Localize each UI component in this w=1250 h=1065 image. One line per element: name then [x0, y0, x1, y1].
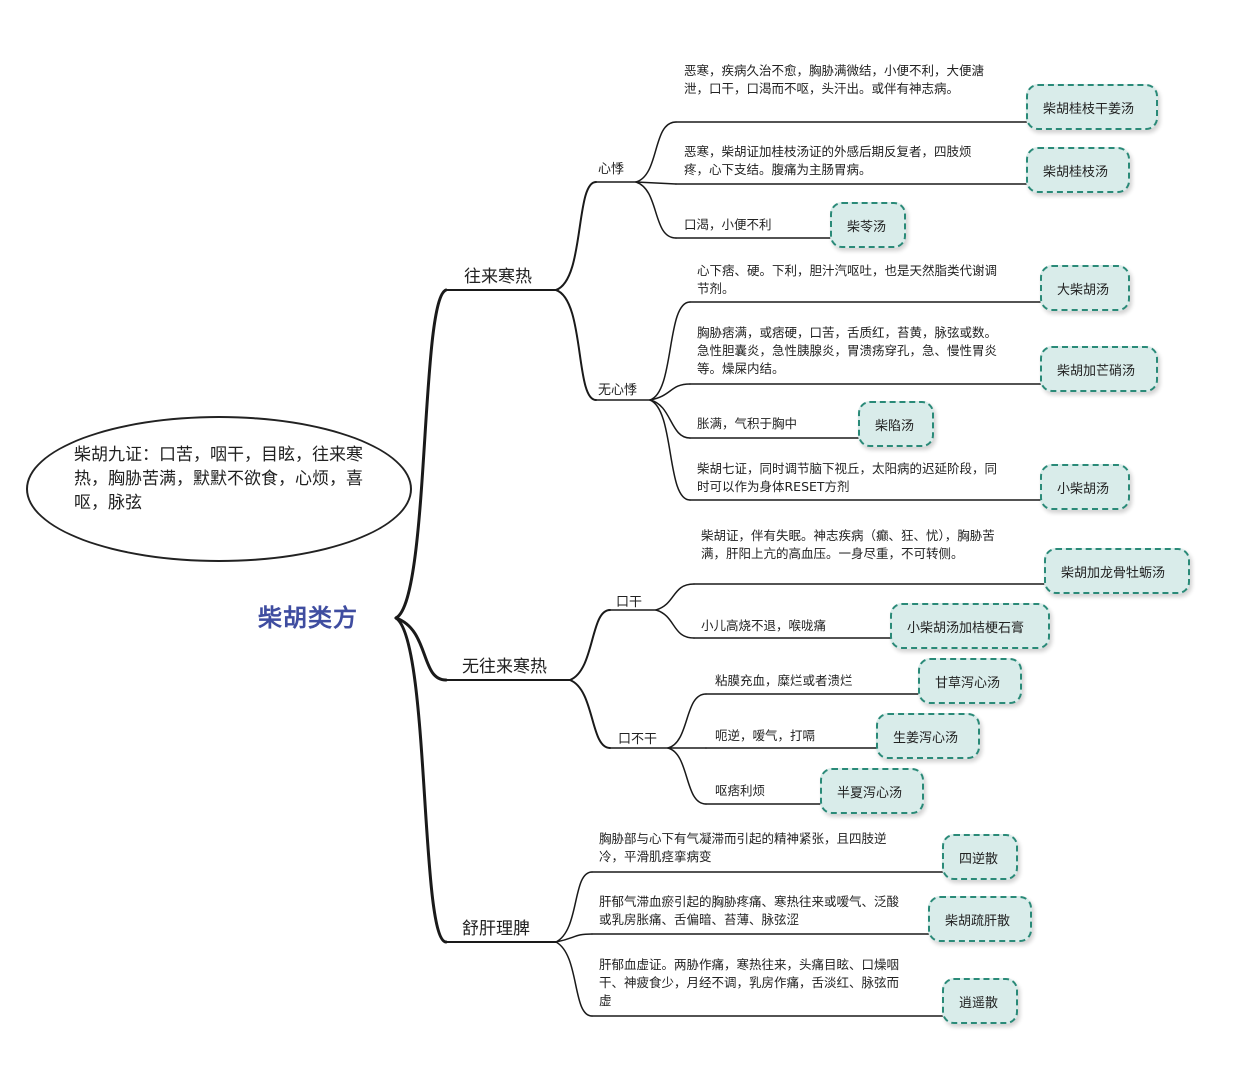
edge-wuxinji-item0	[649, 301, 691, 401]
formula-box-shugan-1[interactable]	[928, 896, 1032, 942]
formula-xinji-2: 柴苓汤	[847, 220, 887, 235]
desc-kbg-2: 呕痞利烦	[715, 783, 766, 798]
edge-kbg-item2	[667, 747, 707, 805]
desc-shugan-0: 胸胁部与心下有气凝滞而引起的精神紧张，且四肢逆冷，平滑肌痉挛病变	[599, 831, 887, 864]
edge-kougan-item0	[655, 583, 695, 611]
branch-shugan-lipi[interactable]: 舒肝理脾	[462, 919, 530, 939]
branch-wanglai-hanre[interactable]: 往来寒热	[464, 267, 532, 287]
group-kougan[interactable]: 口干	[616, 595, 643, 610]
formula-box-kbg-1[interactable]	[876, 713, 980, 759]
edge-root-branch-1	[394, 616, 448, 682]
desc-xinji-0: 恶寒，疾病久治不愈，胸胁满微结，小便不利，大便溏泄，口干，口渴而不呕，头汗出。或…	[684, 63, 985, 96]
desc-xinji-1: 恶寒，柴胡证加桂枝汤证的外感后期反复者，四肢烦疼，心下支结。腹痛为主肠胃病。	[684, 144, 972, 177]
edge-shugan-item2	[555, 941, 593, 1017]
formula-box-xinji-2[interactable]	[830, 202, 906, 248]
group-kou-bugan[interactable]: 口不干	[618, 732, 658, 747]
formula-box-xinji-0[interactable]	[1026, 84, 1158, 130]
desc-wuxinji-0: 心下痞、硬。下利，胆汁汽呕吐，也是天然脂类代谢调节剂。	[697, 263, 998, 296]
formula-wuxinji-1: 柴胡加芒硝汤	[1057, 364, 1136, 379]
formula-kbg-2: 半夏泻心汤	[837, 786, 903, 801]
edge-xinji-item2	[635, 181, 677, 239]
desc-xinji-2: 口渴，小便不利	[684, 217, 772, 232]
edge-branch1-group0	[569, 609, 611, 681]
group-wuxinji[interactable]: 无心悸	[598, 383, 638, 398]
desc-kougan-1: 小儿高烧不退，喉咙痛	[701, 618, 827, 633]
branch-wu-wanglai-hanre[interactable]: 无往来寒热	[462, 657, 547, 677]
desc-kougan-0: 柴胡证，伴有失眠。神志疾病（癫、狂、忧），胸胁苦满，肝阳上亢的高血压。一身尽重，…	[701, 528, 995, 561]
formula-kbg-0: 甘草泻心汤	[935, 676, 1001, 691]
edge-root-branch-2	[394, 616, 448, 944]
edge-wuxinji-item2	[649, 399, 691, 439]
formula-kbg-1: 生姜泻心汤	[893, 731, 959, 746]
formula-box-shugan-0[interactable]	[942, 834, 1018, 880]
formula-box-kbg-0[interactable]	[918, 658, 1022, 704]
edge-wuxinji-item3	[649, 399, 691, 501]
formula-kougan-1: 小柴胡汤加桔梗石膏	[907, 621, 1025, 636]
group-xinji[interactable]: 心悸	[598, 162, 625, 177]
desc-shugan-1: 肝郁气滞血瘀引起的胸胁疼痛、寒热往来或嗳气、泛酸或乳房胀痛、舌偏暗、苔薄、脉弦涩	[599, 894, 900, 927]
edge-xinji-item1	[635, 181, 677, 185]
formula-wuxinji-3: 小柴胡汤	[1057, 482, 1110, 497]
edge-branch0-group0	[555, 181, 597, 291]
formula-box-shugan-2[interactable]	[942, 978, 1018, 1024]
formula-box-xinji-1[interactable]	[1026, 147, 1130, 193]
formula-wuxinji-2: 柴陷汤	[875, 419, 915, 434]
formula-box-kougan-1[interactable]	[890, 603, 1050, 649]
summary-note-ellipse	[26, 416, 412, 562]
formula-shugan-0: 四逆散	[959, 852, 999, 867]
formula-box-wuxinji-3[interactable]	[1040, 464, 1130, 510]
formula-box-wuxinji-2[interactable]	[858, 401, 934, 447]
formula-wuxinji-0: 大柴胡汤	[1057, 283, 1110, 298]
desc-wuxinji-2: 胀满，气积于胸中	[697, 416, 798, 431]
edge-shugan-item0	[555, 871, 593, 943]
formula-box-kougan-0[interactable]	[1044, 548, 1190, 594]
formula-box-wuxinji-1[interactable]	[1040, 346, 1158, 392]
formula-kougan-0: 柴胡加龙骨牡蛎汤	[1061, 566, 1166, 581]
formula-xinji-0: 柴胡桂枝干姜汤	[1043, 102, 1135, 117]
edge-kougan-item1	[655, 609, 695, 639]
root-topic[interactable]: 柴胡类方	[258, 604, 358, 632]
summary-note-text: 柴胡九证：口苦，咽干，目眩，往来寒热，胸胁苦满，默默不欲食，心烦，喜呕，脉弦	[74, 445, 363, 513]
formula-shugan-1: 柴胡疏肝散	[945, 914, 1011, 929]
desc-shugan-2: 肝郁血虚证。两胁作痛，寒热往来，头痛目眩、口燥咽干、神疲食少，月经不调，乳房作痛…	[599, 957, 900, 1008]
desc-kbg-1: 呃逆，嗳气，打嗝	[715, 728, 816, 743]
desc-kbg-0: 粘膜充血，糜烂或者溃烂	[715, 673, 853, 688]
edge-branch0-group1	[555, 289, 597, 401]
formula-box-wuxinji-0[interactable]	[1040, 265, 1130, 311]
edge-branch1-group1	[569, 679, 611, 749]
formula-xinji-1: 柴胡桂枝汤	[1043, 165, 1109, 180]
edge-wuxinji-item1	[649, 383, 691, 401]
desc-wuxinji-3: 柴胡七证，同时调节脑下视丘，太阳病的迟延阶段，同时可以作为身体RESET方剂	[697, 461, 998, 494]
desc-wuxinji-1: 胸胁痞满，或痞硬，口苦，舌质红，苔黄，脉弦或数。急性胆囊炎，急性胰腺炎，胃溃疡穿…	[697, 325, 998, 376]
formula-box-kbg-2[interactable]	[820, 768, 924, 814]
edge-root-branch-0	[394, 288, 448, 620]
edge-xinji-item0	[635, 121, 677, 183]
edge-shugan-item1	[555, 933, 593, 943]
edge-kbg-item0	[667, 693, 707, 749]
formula-shugan-2: 逍遥散	[959, 996, 999, 1011]
